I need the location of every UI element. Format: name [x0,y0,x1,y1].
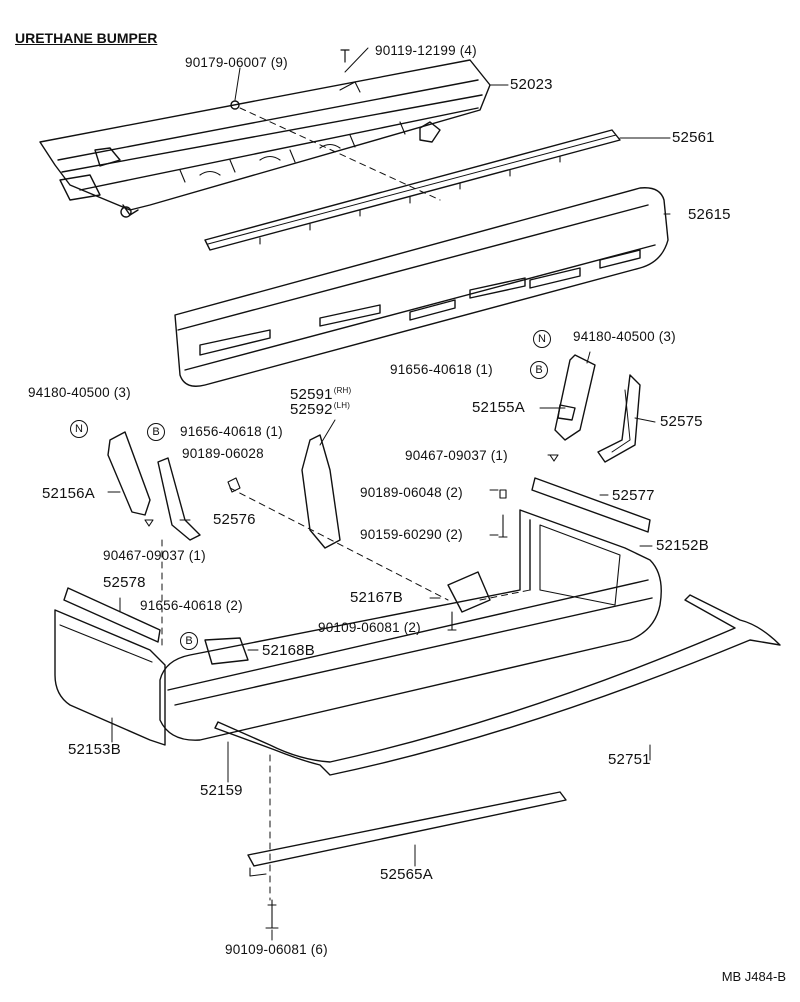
side-support-52591-drawing [301,434,341,549]
label-52167B: 52167B [350,589,403,606]
label-90467-09037-right: 90467-09037 (1) [405,448,508,463]
label-90109-06081-qty6: 90109-06081 (6) [225,942,328,957]
symbol-b-circle: B [530,361,548,379]
bumper-cover-52615-drawing [174,187,669,387]
label-52168B: 52168B [262,642,315,659]
bracket-52576-drawing [157,457,201,541]
leader-lines [107,47,671,941]
symbol-b-circle-left: B [147,423,165,441]
bracket-52168B-drawing [204,637,249,665]
moulding-52751-drawing [214,594,781,776]
label-52591: 52591(RH) [290,386,352,403]
label-90467-09037-left: 90467-09037 (1) [103,548,206,563]
label-91656-40618-left: 91656-40618 (1) [180,424,283,439]
strip-52565A-drawing [247,791,567,877]
drawing-code: MB J484-B [721,969,786,984]
rear-bumper-cover-52152B-drawing [159,509,662,741]
label-52565A: 52565A [380,866,433,883]
symbol-n-circle-left: N [70,420,88,438]
label-52023: 52023 [510,76,553,93]
label-90189-06028: 90189-06028 [182,446,264,461]
label-91656-40618-right: 91656-40618 (1) [390,362,493,377]
label-52592: 52592(LH) [290,401,351,418]
label-90179-06007: 90179-06007 (9) [185,55,288,70]
label-90159-60290: 90159-60290 (2) [360,527,463,542]
bracket-52155A-drawing [554,354,596,441]
label-52576: 52576 [213,511,256,528]
label-52751: 52751 [608,751,651,768]
dashed-lines [161,107,531,901]
retainer-52577-drawing [531,477,651,533]
label-52153B: 52153B [68,741,121,758]
label-52577: 52577 [612,487,655,504]
label-52615: 52615 [688,206,731,223]
retainer-52561-drawing [204,129,621,251]
retainer-52578-drawing [63,587,161,643]
label-52575: 52575 [660,413,703,430]
label-94180-40500-right: 94180-40500 (3) [573,329,676,344]
bracket-52575-drawing [597,374,641,463]
diagram-title: URETHANE BUMPER [15,30,158,46]
label-90119-12199: 90119-12199 (4) [375,43,477,58]
side-piece-52153B-drawing [54,609,166,746]
label-52152B: 52152B [656,537,709,554]
fasteners-drawing [144,454,559,929]
label-90109-06081-qty2: 90109-06081 (2) [318,620,421,635]
label-94180-40500-left: 94180-40500 (3) [28,385,131,400]
label-52561: 52561 [672,129,715,146]
symbol-b-circle-lower: B [180,632,198,650]
bracket-52167B-drawing [447,571,491,613]
label-52156A: 52156A [42,485,95,502]
label-90189-06048: 90189-06048 (2) [360,485,463,500]
label-52578: 52578 [103,574,146,591]
bracket-52156A-drawing [107,431,151,516]
reinforcement-52023-drawing [39,49,491,218]
label-52155A: 52155A [472,399,525,416]
label-52159: 52159 [200,782,243,799]
label-91656-40618-qty2: 91656-40618 (2) [140,598,243,613]
symbol-n-circle: N [533,330,551,348]
